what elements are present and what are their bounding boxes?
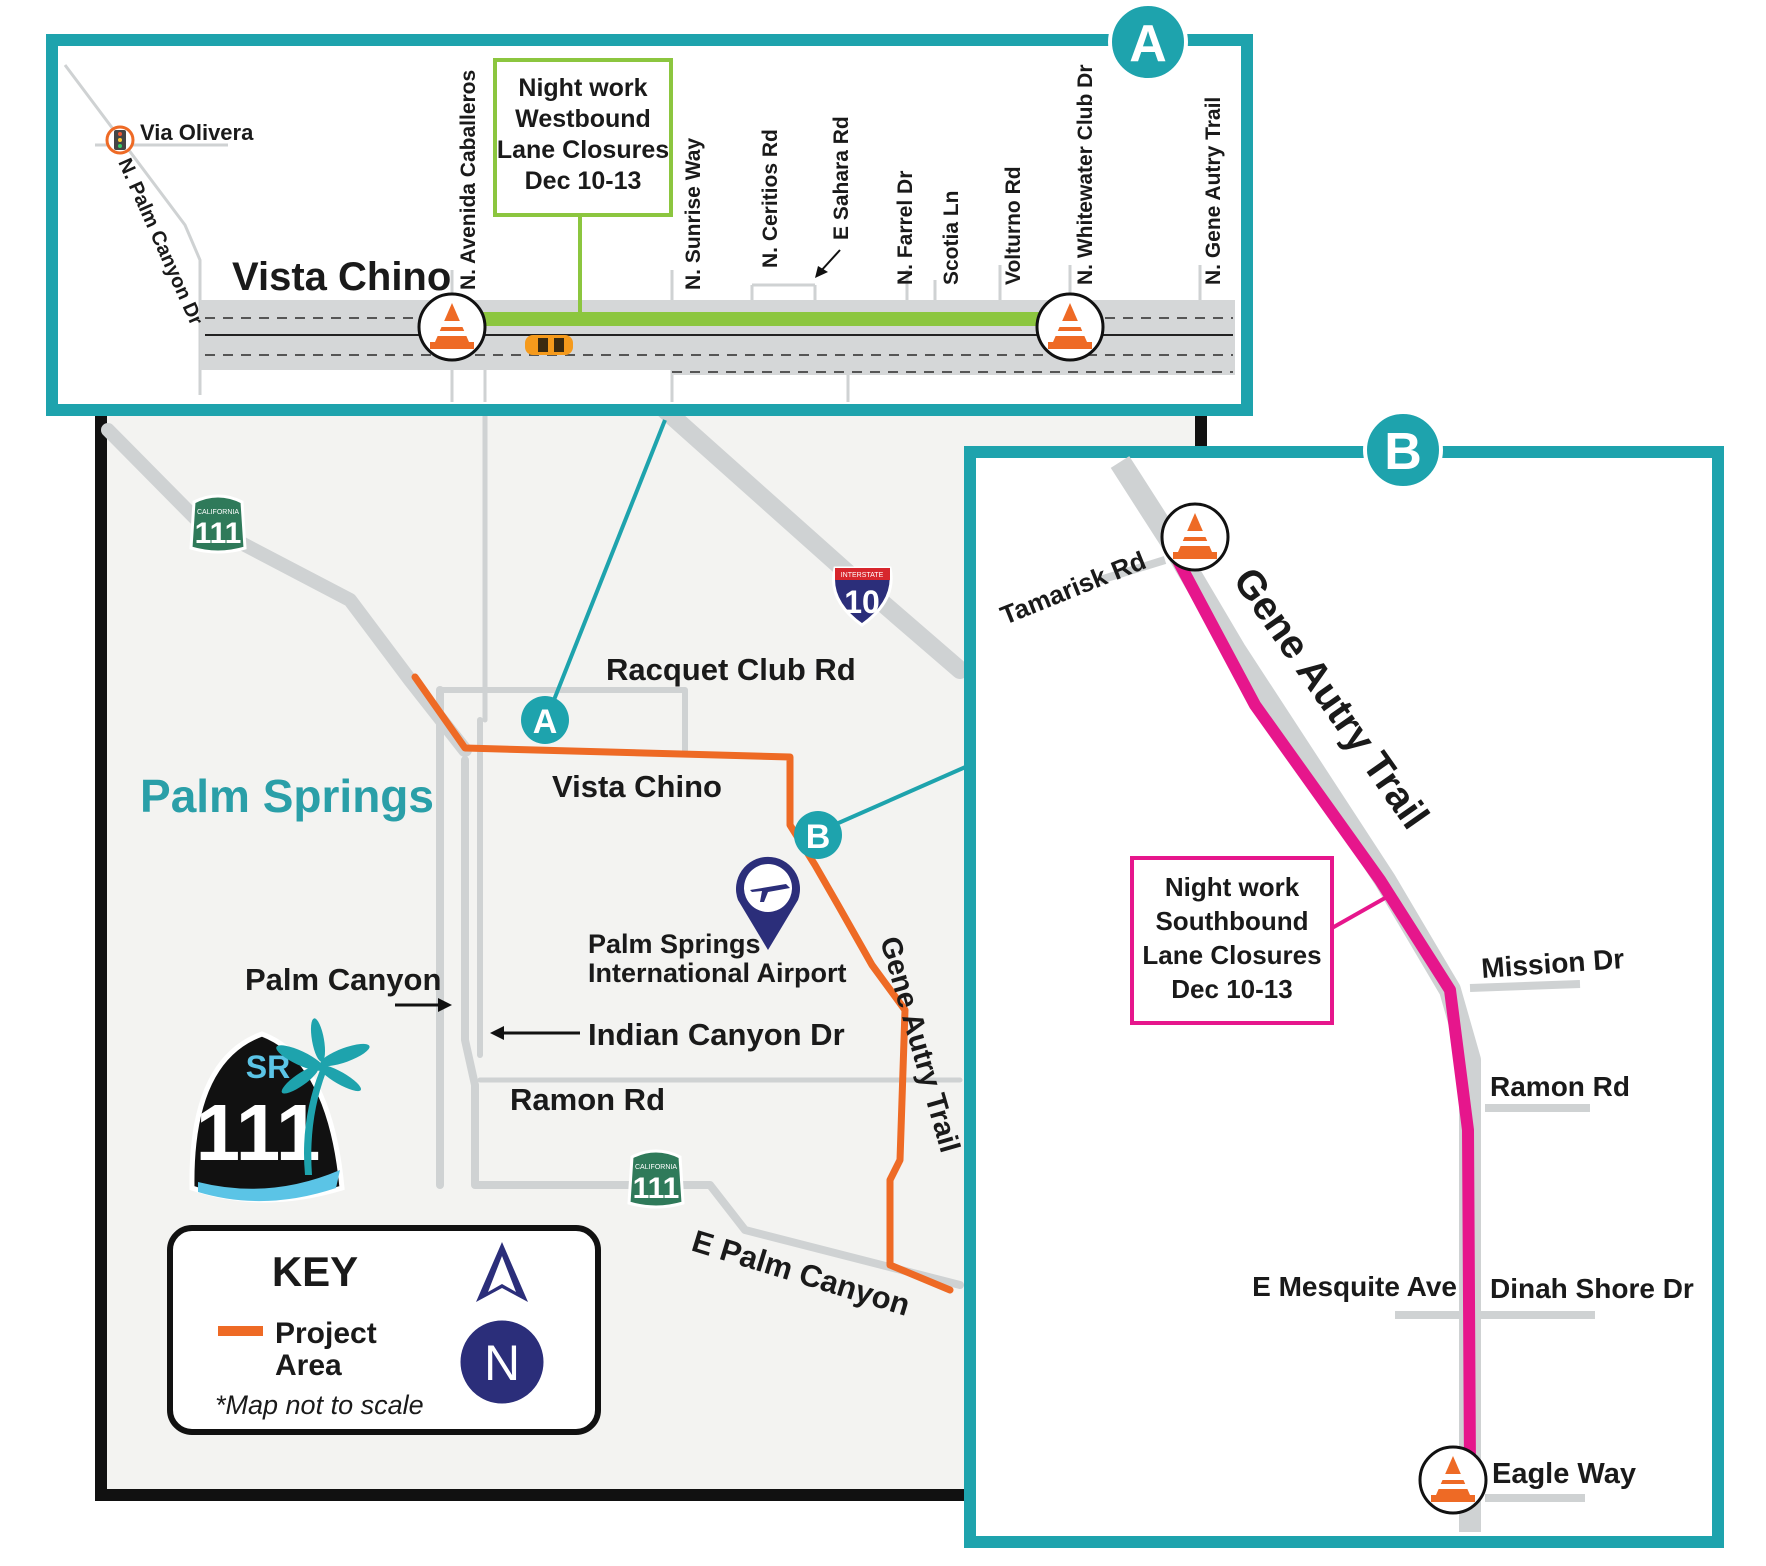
svg-text:Southbound: Southbound xyxy=(1155,906,1308,936)
svg-text:10: 10 xyxy=(844,584,880,620)
key-project-line2: Area xyxy=(275,1349,342,1382)
whitewater-label: N. Whitewater Club Dr xyxy=(1074,64,1097,285)
ramon-main-label: Ramon Rd xyxy=(510,1082,665,1117)
inset-b-badge: B xyxy=(1363,410,1443,490)
marker-a[interactable]: A xyxy=(521,696,569,744)
city-label: Palm Springs xyxy=(140,770,434,822)
southbound-closure-segment xyxy=(1169,552,1476,1471)
westbound-closure-note: Night work Westbound Lane Closures Dec 1… xyxy=(493,58,673,217)
svg-text:Lane Closures: Lane Closures xyxy=(497,136,669,164)
airport-label-line1: Palm Springs xyxy=(588,929,761,959)
svg-text:Dec 10-13: Dec 10-13 xyxy=(525,167,642,195)
dinah-shore-label: Dinah Shore Dr xyxy=(1490,1273,1694,1304)
eagle-way-label: Eagle Way xyxy=(1492,1458,1636,1490)
indian-canyon-label: Indian Canyon Dr xyxy=(588,1017,845,1052)
traffic-signal-icon xyxy=(105,125,135,155)
svg-text:Night work: Night work xyxy=(1165,872,1300,902)
project-area-swatch xyxy=(218,1326,263,1336)
traffic-cone-icon-south xyxy=(1418,1445,1488,1515)
vista-chino-inset-label: Vista Chino xyxy=(232,255,451,299)
vista-chino-main-label: Vista Chino xyxy=(552,769,722,804)
inset-b-frame xyxy=(964,446,1724,1548)
traffic-cone-icon-north xyxy=(1160,502,1230,572)
key-scale-note: *Map not to scale xyxy=(215,1390,424,1420)
leader-line-a xyxy=(546,419,667,716)
sunrise-label: N. Sunrise Way xyxy=(682,138,705,290)
airport-pin-icon xyxy=(736,856,800,950)
racquet-club-label: Racquet Club Rd xyxy=(606,652,856,687)
map-key: KEY Project Area *Map not to scale N xyxy=(167,1225,601,1435)
volturno-label: Volturno Rd xyxy=(1002,166,1025,285)
project-area-route xyxy=(411,673,954,1294)
svg-text:111: 111 xyxy=(633,1172,680,1205)
north-arrow-icon: N xyxy=(457,1242,547,1407)
farrel-label: N. Farrel Dr xyxy=(894,171,917,285)
ramon-inset-label: Ramon Rd xyxy=(1490,1071,1630,1102)
traffic-cone-icon-west xyxy=(417,292,487,362)
ca-111-shield-north: CALIFORNIA 111 xyxy=(189,494,247,554)
svg-text:B: B xyxy=(806,818,831,856)
leader-line-b xyxy=(817,763,971,834)
svg-text:Lane Closures: Lane Closures xyxy=(1142,940,1321,970)
car-icon xyxy=(525,335,573,355)
mesquite-label: E Mesquite Ave xyxy=(1252,1271,1457,1302)
marker-b[interactable]: B xyxy=(794,811,842,859)
inset-b: Night work Southbound Lane Closures Dec … xyxy=(964,410,1724,1548)
inset-a-badge: A xyxy=(1108,2,1188,82)
svg-text:A: A xyxy=(1129,15,1167,73)
svg-text:111: 111 xyxy=(196,1088,321,1177)
sr-111-logo: SR 111 xyxy=(189,1018,370,1203)
svg-text:INTERSTATE: INTERSTATE xyxy=(841,572,884,579)
gene-autry-inset-a-label: N. Gene Autry Trail xyxy=(1202,97,1225,285)
svg-text:N: N xyxy=(484,1335,520,1391)
sahara-label: E Sahara Rd xyxy=(830,116,853,240)
airport-label-line2: International Airport xyxy=(588,958,847,988)
avenida-caballeros-label: N. Avenida Caballeros xyxy=(457,70,480,290)
traffic-cone-icon-east xyxy=(1035,292,1105,362)
svg-text:Westbound: Westbound xyxy=(515,105,651,133)
via-olivera-label: Via Olivera xyxy=(140,120,254,145)
southbound-closure-note: Night work Southbound Lane Closures Dec … xyxy=(1130,856,1334,1025)
inset-b-side-roads xyxy=(1098,556,1595,1502)
scotia-label: Scotia Ln xyxy=(940,190,963,285)
svg-text:A: A xyxy=(533,703,558,741)
palm-tree-icon xyxy=(276,1018,370,1175)
svg-text:Dec 10-13: Dec 10-13 xyxy=(1171,974,1292,1004)
svg-text:B: B xyxy=(1384,423,1422,481)
inset-a: Night work Westbound Lane Closures Dec 1… xyxy=(46,2,1253,416)
key-title: KEY xyxy=(272,1248,358,1295)
palm-canyon-label: Palm Canyon xyxy=(245,962,441,997)
interstate-10-shield: INTERSTATE 10 xyxy=(832,566,893,627)
svg-text:CALIFORNIA: CALIFORNIA xyxy=(635,1164,677,1171)
cerritos-label: N. Ceritios Rd xyxy=(759,129,782,268)
svg-text:111: 111 xyxy=(195,517,242,550)
key-project-line1: Project xyxy=(275,1317,377,1350)
svg-text:Night work: Night work xyxy=(518,74,647,102)
westbound-closure-segment xyxy=(460,312,1070,326)
ca-111-shield-south: CALIFORNIA 111 xyxy=(627,1149,685,1209)
svg-text:CALIFORNIA: CALIFORNIA xyxy=(197,509,239,516)
